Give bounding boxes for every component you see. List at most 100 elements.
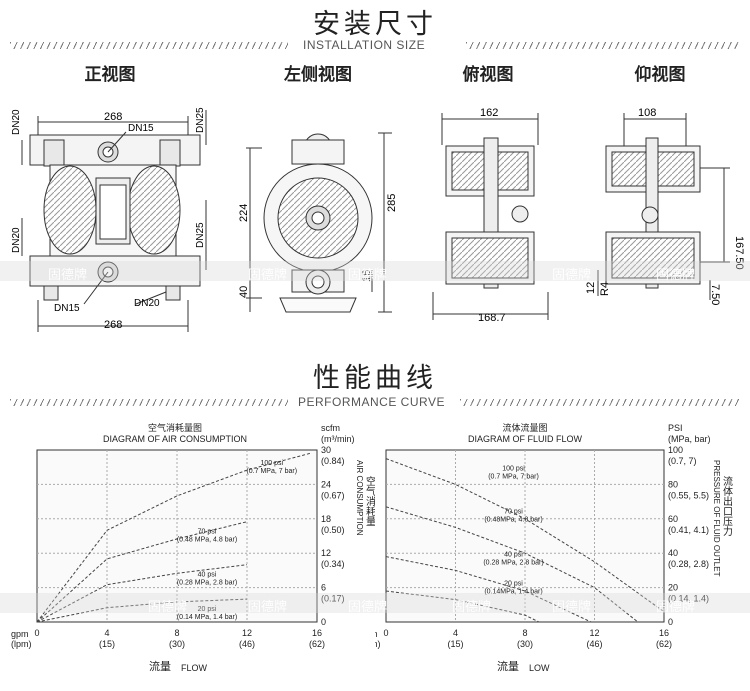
x-tick-label-lpm: (15): [99, 639, 115, 649]
top-view-label: 俯视图: [462, 65, 514, 84]
y-axis-label: 流体出口压力: [721, 475, 733, 537]
y-tick-label-sub: (0.17): [321, 594, 345, 604]
y-tick-label-sub: (0.14, 1.4): [668, 594, 709, 604]
perf-subtitle: PERFORMANCE CURVE: [298, 395, 445, 409]
series-label: 40 psi: [198, 572, 217, 579]
series-label: 70 psi: [504, 508, 523, 515]
front-dn20-bottom: DN20: [134, 298, 160, 309]
x-axis-label: 流量: [497, 659, 519, 673]
front-width-top: 268: [104, 111, 122, 123]
series-label-detail: (0.7 MPa, 7 bar): [488, 473, 539, 480]
y-tick-label: 100: [668, 445, 683, 455]
y-tick-label: 80: [668, 479, 678, 489]
series-label-detail: (0.7 MPa, 7 bar): [246, 468, 297, 475]
series-label: 100 psi: [502, 465, 525, 472]
bottom-view-label: 仰视图: [634, 65, 686, 84]
y-tick-label: 20: [668, 583, 678, 593]
series-line: [385, 458, 665, 613]
series-line: [36, 521, 248, 623]
x-tick-label: 16: [312, 628, 322, 638]
x-tick-label: 12: [242, 628, 252, 638]
perf-subtitle-row: PERFORMANCE CURVE: [0, 395, 750, 409]
series-line: [36, 598, 248, 623]
bottom-height-167: 167.50: [733, 236, 745, 270]
y-tick-label-sub: (0.67): [321, 490, 345, 500]
y-unit-label: scfm: [321, 423, 340, 433]
front-width-bottom: 268: [104, 319, 122, 331]
series-label-detail: (0.14 MPa, 1.4 bar): [177, 614, 237, 621]
x-tick-label: 8: [174, 628, 179, 638]
install-subtitle-row: INSTALLATION SIZE: [0, 38, 750, 52]
watermark-band: 固德牌 固德牌 固德牌 固德牌 固德牌: [0, 261, 750, 282]
y-tick-label: 0: [321, 617, 326, 627]
y-tick-label-sub: (0.34): [321, 559, 345, 569]
watermark-text: 固德牌: [348, 267, 388, 282]
x-tick-label-lpm: (46): [239, 639, 255, 649]
series-line: [36, 564, 248, 623]
y-tick-label: 30: [321, 445, 331, 455]
y-tick-label-sub: (0.41, 4.1): [668, 525, 709, 535]
left-height-40: 40: [238, 286, 250, 298]
series-label-detail: (0.48MPa, 4.8 bar): [484, 516, 542, 523]
y-unit-label: PSI: [668, 423, 683, 433]
left-height-15: 15: [361, 270, 373, 282]
y-tick-label: 6: [321, 583, 326, 593]
front-dn25-mid: DN25: [195, 222, 206, 248]
watermark-text: 固德牌: [656, 267, 696, 282]
series-label: 100 psi: [260, 460, 283, 467]
x-tick-label: 0: [34, 628, 39, 638]
watermark-text: 固德牌: [656, 599, 696, 614]
air-chart-title: 空气消耗量图: [147, 423, 202, 433]
hatch-divider: [10, 42, 288, 49]
front-dn15-top: DN15: [128, 123, 154, 134]
y-tick-label-sub: (0.84): [321, 456, 345, 466]
y-tick-label-sub: (0.55, 5.5): [668, 490, 709, 500]
watermark-text: 固德牌: [48, 267, 88, 282]
y-axis-label: 空气消耗量: [364, 475, 376, 526]
watermark-text: 固德牌: [148, 599, 188, 614]
y-tick-label-sub: (0.28, 2.8): [668, 559, 709, 569]
x-tick-label: 16: [659, 628, 669, 638]
bottom-width-108: 108: [638, 107, 656, 119]
series-label-detail: (0.28 MPa, 2.8 bar): [177, 580, 237, 587]
x-unit-label: gpm: [375, 629, 378, 639]
watermark-text: 固德牌: [348, 599, 388, 614]
watermark-text: 固德牌: [552, 267, 592, 282]
bottom-view-drawing: [597, 113, 730, 300]
watermark-text: 固德牌: [248, 267, 288, 282]
x-tick-label: 4: [453, 628, 458, 638]
install-title: 安装尺寸: [313, 9, 437, 39]
perf-title: 性能曲线: [313, 363, 437, 393]
front-dn15-bottom: DN15: [54, 303, 80, 314]
x-axis-label-en: LOW: [529, 663, 550, 673]
bottom-height-12: 12: [585, 282, 597, 294]
series-line: [385, 506, 639, 623]
front-dn25-top: DN25: [195, 107, 206, 133]
hatch-divider: [10, 399, 288, 406]
y-tick-label-sub: (0.50): [321, 525, 345, 535]
x-tick-label: 4: [104, 628, 109, 638]
y-tick-label-sub: (0.7, 7): [668, 456, 697, 466]
watermark-band: 固德牌 固德牌 固德牌 固德牌 固德牌 固德牌: [0, 593, 750, 614]
series-label: 40 psi: [504, 551, 523, 558]
flow-chart-title: 流体流量图: [502, 423, 548, 433]
series-label: 70 psi: [198, 529, 217, 536]
x-axis-label: 流量: [149, 659, 171, 673]
series-label: 20 psi: [504, 581, 523, 588]
y-axis-label-en: PRESSURE OF FLUID OUTLET: [712, 460, 721, 577]
x-tick-label-lpm: (62): [656, 639, 672, 649]
left-view-label: 左侧视图: [284, 65, 352, 84]
y-unit-label: (MPa, bar): [668, 434, 711, 444]
left-view-drawing: [246, 132, 392, 313]
bottom-radius-r4: R4: [599, 282, 611, 296]
front-dn20-mid: DN20: [11, 227, 22, 253]
series-label-detail: (0.28 MPa, 2.8 bar): [483, 559, 543, 566]
watermark-text: 固德牌: [552, 599, 592, 614]
hatch-divider: [460, 399, 740, 406]
series-label: 20 psi: [198, 606, 217, 613]
hatch-divider: [466, 42, 740, 49]
top-width-162: 162: [480, 107, 498, 119]
top-width-168: 168.7: [478, 312, 506, 324]
y-tick-label: 0: [668, 617, 673, 627]
flow-chart-subtitle: DIAGRAM OF FLUID FLOW: [467, 434, 582, 444]
